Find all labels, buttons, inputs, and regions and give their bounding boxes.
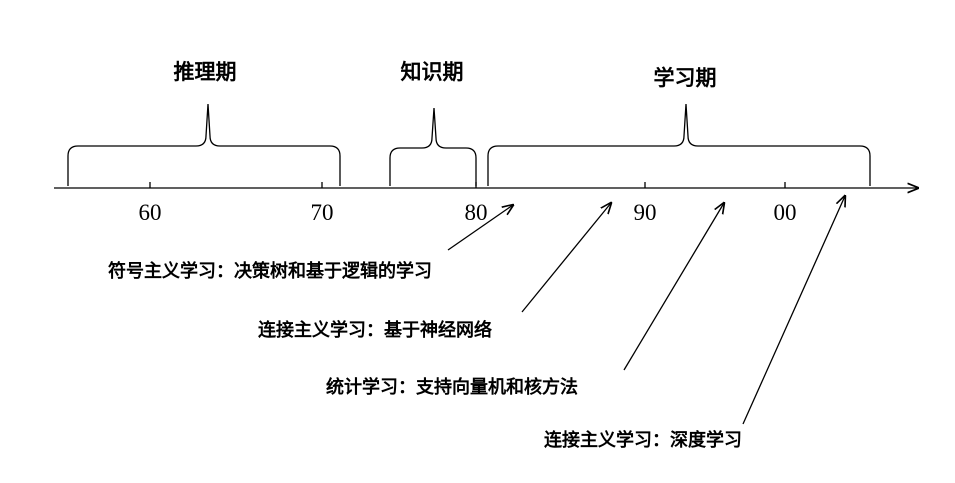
connectionism-arrow [521, 203, 611, 313]
tick-label-00: 00 [774, 200, 797, 225]
deep-learning-arrow [742, 196, 845, 425]
symbolism-label: 符号主义学习：决策树和基于逻辑的学习 [108, 260, 432, 282]
tick-label-60: 60 [139, 200, 162, 225]
connectionism-label: 连接主义学习：基于神经网络 [258, 319, 492, 341]
learning-period-brace [487, 103, 871, 186]
tick-label-70: 70 [311, 200, 334, 225]
tick-label-90: 90 [634, 200, 657, 225]
learning-period-label: 学习期 [654, 65, 717, 90]
reasoning-period-brace [67, 103, 341, 186]
statistical-learning-arrow [623, 203, 724, 371]
tick-label-80: 80 [465, 200, 488, 225]
knowledge-period-label: 知识期 [401, 59, 464, 84]
deep-learning-label: 连接主义学习：深度学习 [544, 429, 742, 451]
statistical-learning-label: 统计学习：支持向量机和核方法 [326, 376, 578, 398]
symbolism-arrow [447, 205, 513, 251]
knowledge-period-brace [389, 107, 477, 186]
reasoning-period-label: 推理期 [174, 59, 237, 84]
